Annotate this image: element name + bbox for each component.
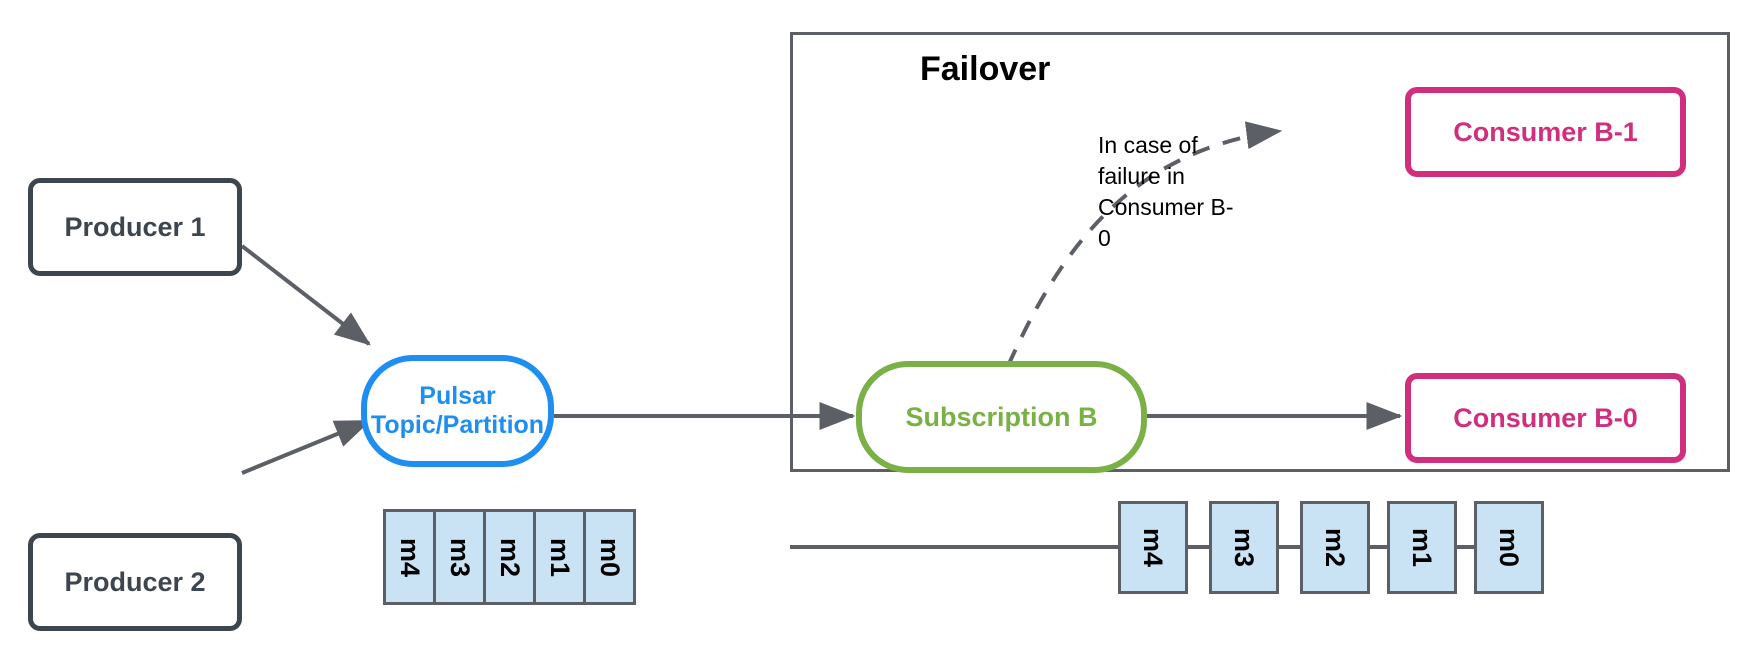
arrow-producer2-to-topic [241,419,372,475]
consumer-b-0-label: Consumer B-0 [1453,402,1638,433]
subscription-message-m3-label: m3 [1229,527,1260,568]
topic-message-m0-label: m0 [595,537,625,577]
topic-message-m2-label: m2 [495,537,525,577]
failover-group-box [790,32,1730,472]
arrow-producer1-to-topic [240,244,371,346]
subscription-message-m4[interactable]: m4 [1118,501,1188,594]
topic-message-m1[interactable]: m1 [533,509,586,605]
failover-group-title: Failover [920,50,1051,88]
subscription-message-m4-label: m4 [1138,527,1169,568]
subscription-message-m2-label: m2 [1320,527,1351,568]
consumer-b-1-label: Consumer B-1 [1453,116,1638,147]
consumer-b-0-node[interactable]: Consumer B-0 [1405,373,1686,463]
topic-message-m4[interactable]: m4 [383,509,436,605]
subscription-message-m1[interactable]: m1 [1387,501,1457,594]
subscription-message-m1-label: m1 [1407,527,1438,568]
subscription-message-m0-label: m0 [1494,527,1525,568]
topic-message-m3-label: m3 [445,537,475,577]
producer-2-node[interactable]: Producer 2 [28,533,242,631]
pulsar-topic-node[interactable]: Pulsar Topic/Partition [361,355,554,467]
subscription-message-m2[interactable]: m2 [1300,501,1370,594]
subscription-message-m3[interactable]: m3 [1209,501,1279,594]
failover-note-text: In case of failure in Consumer B-0 [1098,132,1234,252]
topic-message-m2[interactable]: m2 [483,509,536,605]
topic-message-m4-label: m4 [395,537,425,577]
topic-message-m0[interactable]: m0 [583,509,636,605]
consumer-b-1-node[interactable]: Consumer B-1 [1405,87,1686,177]
topic-message-m3[interactable]: m3 [433,509,486,605]
topic-message-m1-label: m1 [545,537,575,577]
producer-2-label: Producer 2 [64,566,206,597]
producer-1-node[interactable]: Producer 1 [28,178,242,276]
pulsar-topic-label-line2: Topic/Partition [370,411,545,439]
pulsar-topic-label-line1: Pulsar [419,382,496,411]
subscription-message-m0[interactable]: m0 [1474,501,1544,594]
producer-1-label: Producer 1 [64,211,206,242]
subscription-b-node[interactable]: Subscription B [856,361,1147,473]
subscription-b-label: Subscription B [905,401,1098,432]
